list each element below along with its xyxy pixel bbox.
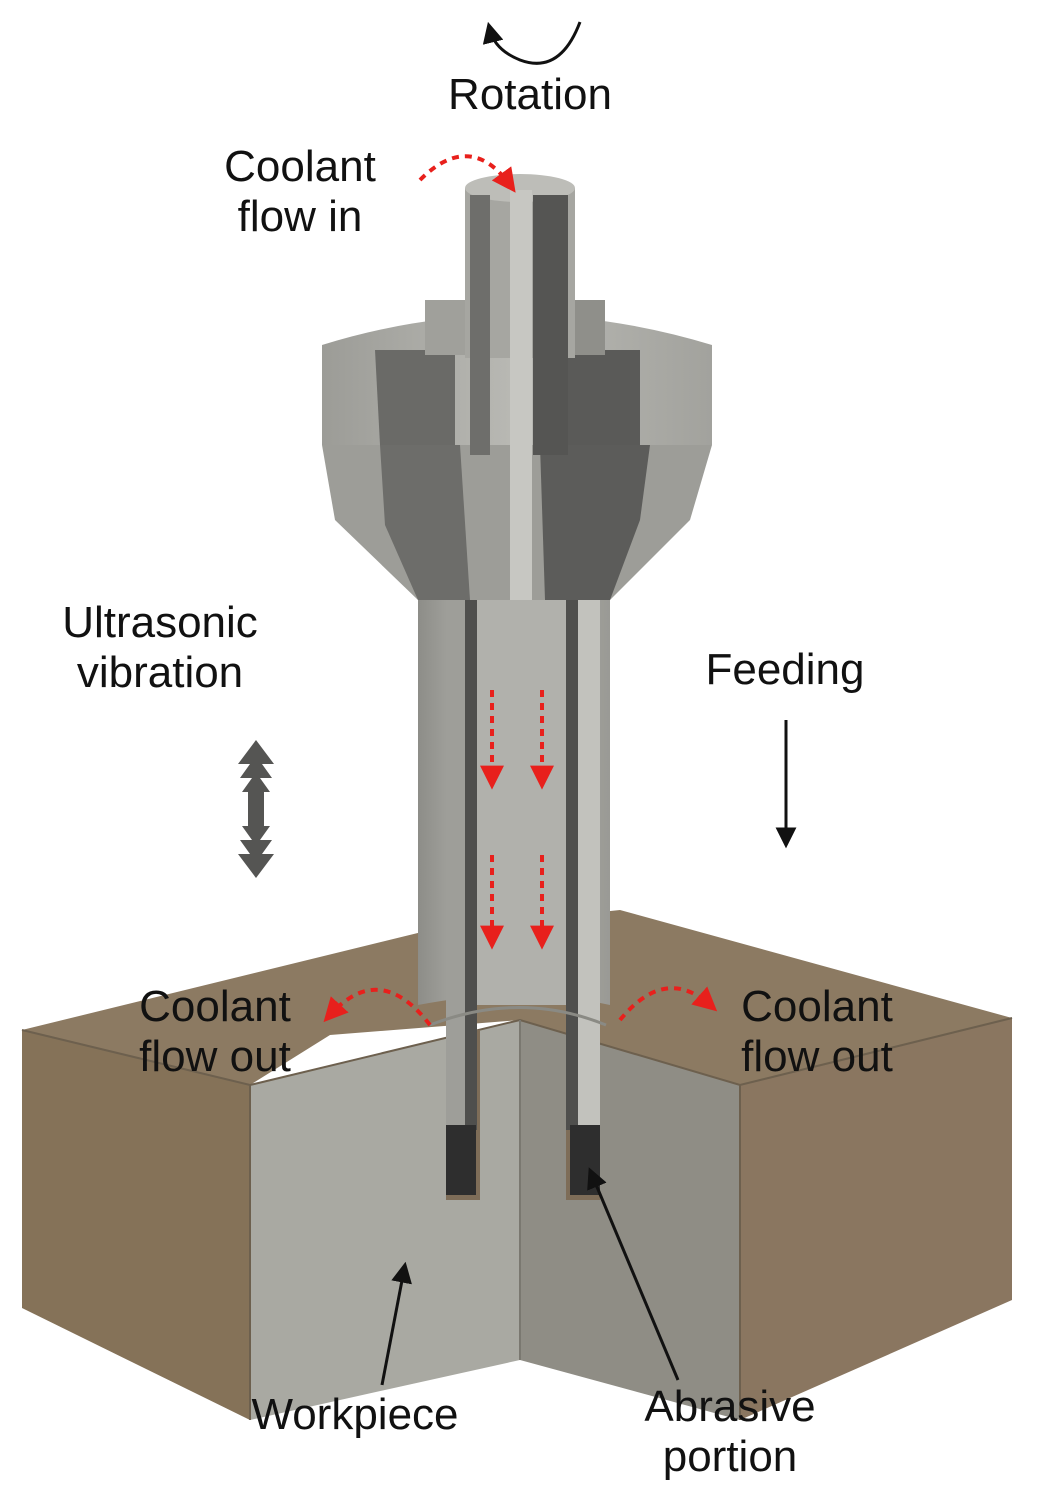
coolant-channel [510,190,532,600]
abrasive-portion-label-line1: Abrasive [644,1382,816,1431]
drilling-tool [322,174,712,1195]
coolant-out-right-label-line1: Coolant [741,982,893,1031]
workpiece-label: Workpiece [251,1390,459,1439]
abrasive-portion-left [446,1125,476,1195]
coolant-in-arrow [418,154,516,193]
ultrasonic-label-line1: Ultrasonic [62,598,258,647]
coolant-out-left-label-line1: Coolant [139,982,291,1031]
abrasive-pointer-arrow [587,1167,680,1381]
rotation-label: Rotation [448,70,612,119]
feeding-label: Feeding [705,645,865,694]
coolant-out-left-label-line2: flow out [139,1032,291,1081]
coolant-out-right-arrow [618,986,718,1022]
double-headed-vibration-arrow-icon [238,740,274,878]
abrasive-portion-label-line2: portion [662,1432,798,1481]
coolant-out-left-arrow [323,988,432,1027]
coolant-in-label-line1: Coolant [224,142,376,191]
ultrasonic-label-line2: vibration [76,648,244,697]
coolant-out-right-label-line2: flow out [741,1032,893,1081]
workpiece-pointer-arrow [380,1261,412,1386]
workpiece-left-side [22,1030,250,1420]
workpiece-right-side [740,1018,1012,1420]
coolant-in-label-line2: flow in [237,192,363,241]
workpiece-right-face [520,1020,740,1420]
coolant-flow-arrows [323,154,718,1027]
rotation-arrow-icon [482,21,582,65]
